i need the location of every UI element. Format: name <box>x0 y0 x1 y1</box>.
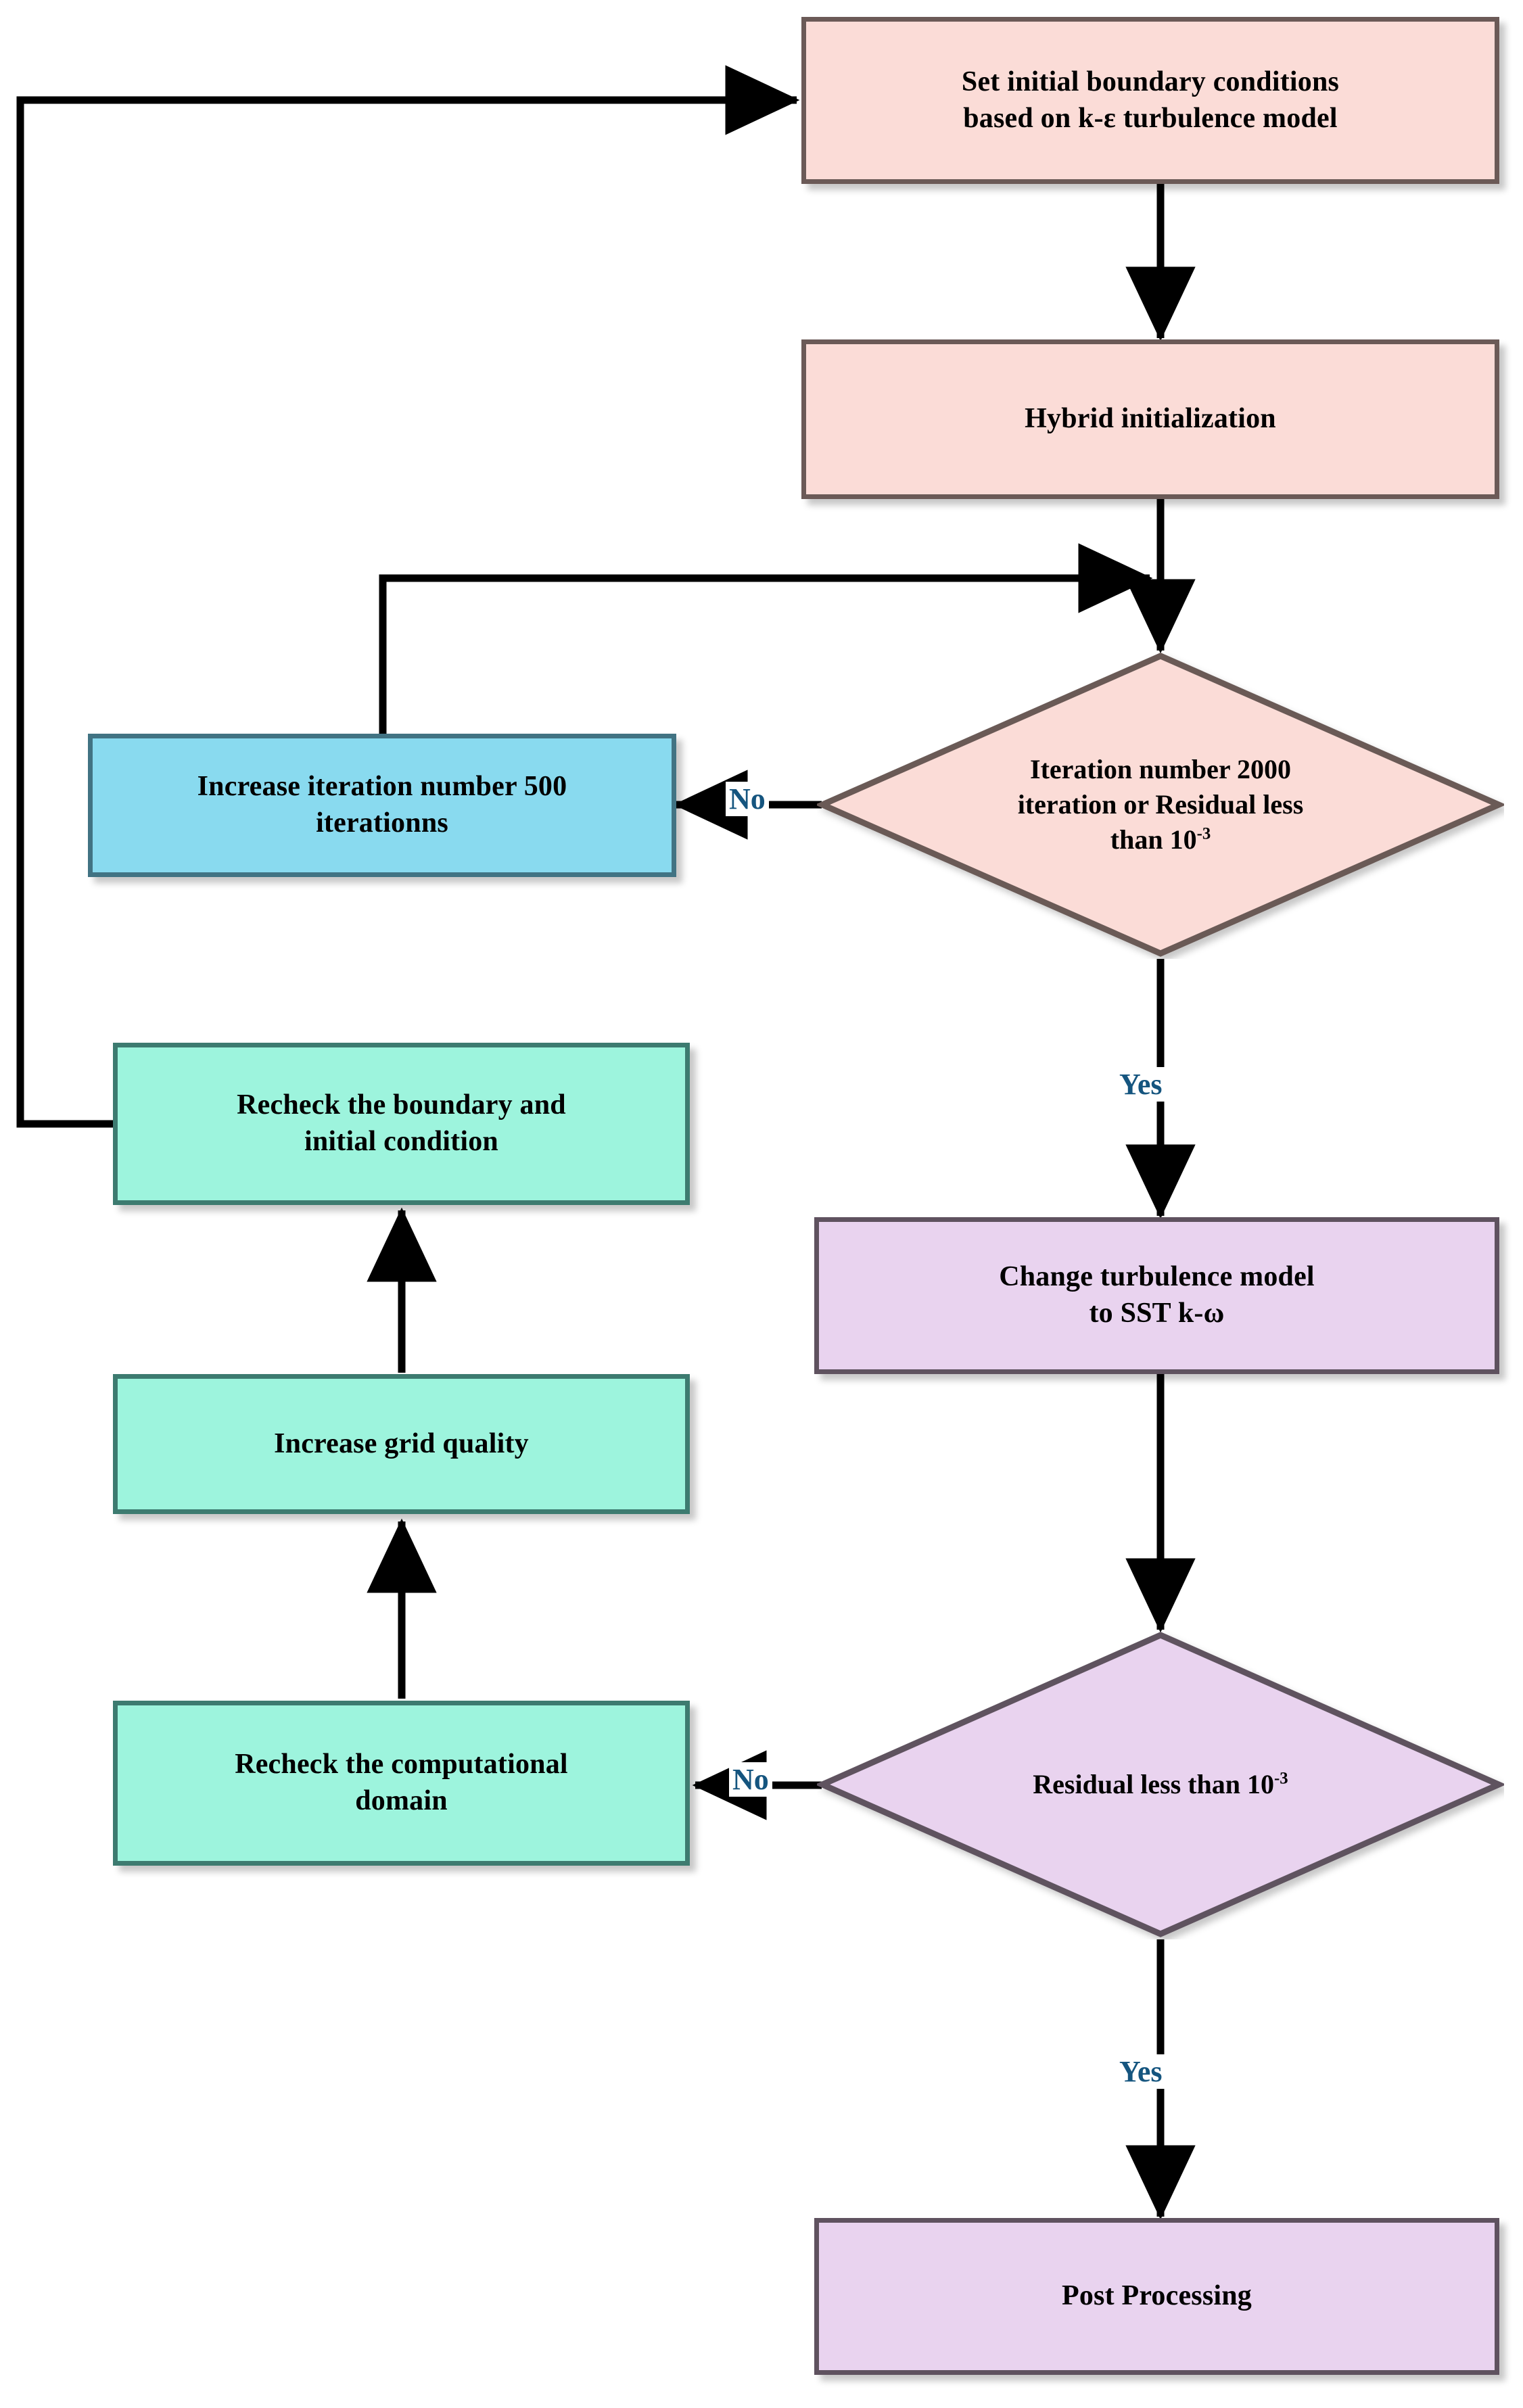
node-label: Residual less than 10-3 <box>913 1630 1408 1939</box>
node-line-2: based on k-ε turbulence model <box>963 102 1338 134</box>
node-recheck-computational-domain: Recheck the computational domain <box>113 1701 690 1866</box>
node-label: Recheck the boundary and initial conditi… <box>225 1087 578 1160</box>
node-line-2: initial condition <box>304 1126 498 1157</box>
node-line-2: domain <box>355 1785 448 1816</box>
node-line-1: Increase grid quality <box>274 1427 529 1459</box>
node-label: Hybrid initialization <box>1012 401 1288 438</box>
node-label: Set initial boundary conditions based on… <box>950 64 1351 137</box>
node-line-1: Recheck the computational <box>235 1749 568 1780</box>
node-change-turbulence-model: Change turbulence model to SST k-ω <box>814 1217 1499 1374</box>
node-line-1: Recheck the boundary and <box>237 1089 566 1121</box>
node-line-1: Increase iteration number 500 <box>197 771 567 803</box>
node-label: Increase iteration number 500 iterationn… <box>185 769 580 842</box>
node-line-1: Iteration number 2000 <box>1030 754 1291 784</box>
node-line-1: Change turbulence model <box>999 1261 1315 1293</box>
node-increase-grid-quality: Increase grid quality <box>113 1374 690 1514</box>
node-residual-check: Residual less than 10-3 <box>817 1630 1504 1939</box>
exponent: -3 <box>1196 824 1211 843</box>
node-label: Recheck the computational domain <box>222 1747 580 1820</box>
node-line-1: Set initial boundary conditions <box>961 66 1340 97</box>
node-line-3: than 10 <box>1110 824 1197 855</box>
node-line-1: Post Processing <box>1061 2280 1252 2312</box>
node-line-2: iterationns <box>316 807 448 839</box>
node-label: Post Processing <box>1050 2278 1264 2315</box>
diamond-shape <box>817 653 1504 957</box>
diamond-shape <box>817 1632 1504 1937</box>
node-recheck-boundary-and-initial-condition: Recheck the boundary and initial conditi… <box>113 1043 690 1205</box>
node-line-1: Hybrid initialization <box>1025 403 1276 435</box>
node-post-processing: Post Processing <box>814 2218 1499 2375</box>
edge-recheck-boundary-to-init <box>16 65 800 1128</box>
node-label: Iteration number 2000 iteration or Resid… <box>913 651 1408 959</box>
node-line-1: Residual less than 10 <box>1033 1769 1275 1799</box>
node-hybrid-initialization: Hybrid initialization <box>801 339 1499 499</box>
edge-label-iteration-no: No <box>726 782 769 816</box>
exponent: -3 <box>1274 1769 1288 1788</box>
node-label: Change turbulence model to SST k-ω <box>987 1259 1327 1332</box>
edge-label-residual-yes: Yes <box>1116 2054 1166 2089</box>
edge-label-iteration-yes: Yes <box>1116 1067 1166 1102</box>
edge-label-residual-no: No <box>729 1762 772 1797</box>
node-label: Increase grid quality <box>262 1426 541 1463</box>
node-set-initial-boundary-conditions: Set initial boundary conditions based on… <box>801 17 1499 184</box>
node-iteration-check: Iteration number 2000 iteration or Resid… <box>817 651 1504 959</box>
node-increase-iteration-number: Increase iteration number 500 iterationn… <box>88 734 676 877</box>
node-line-2: iteration or Residual less <box>1017 789 1304 820</box>
node-line-2: to SST k-ω <box>1089 1298 1225 1329</box>
